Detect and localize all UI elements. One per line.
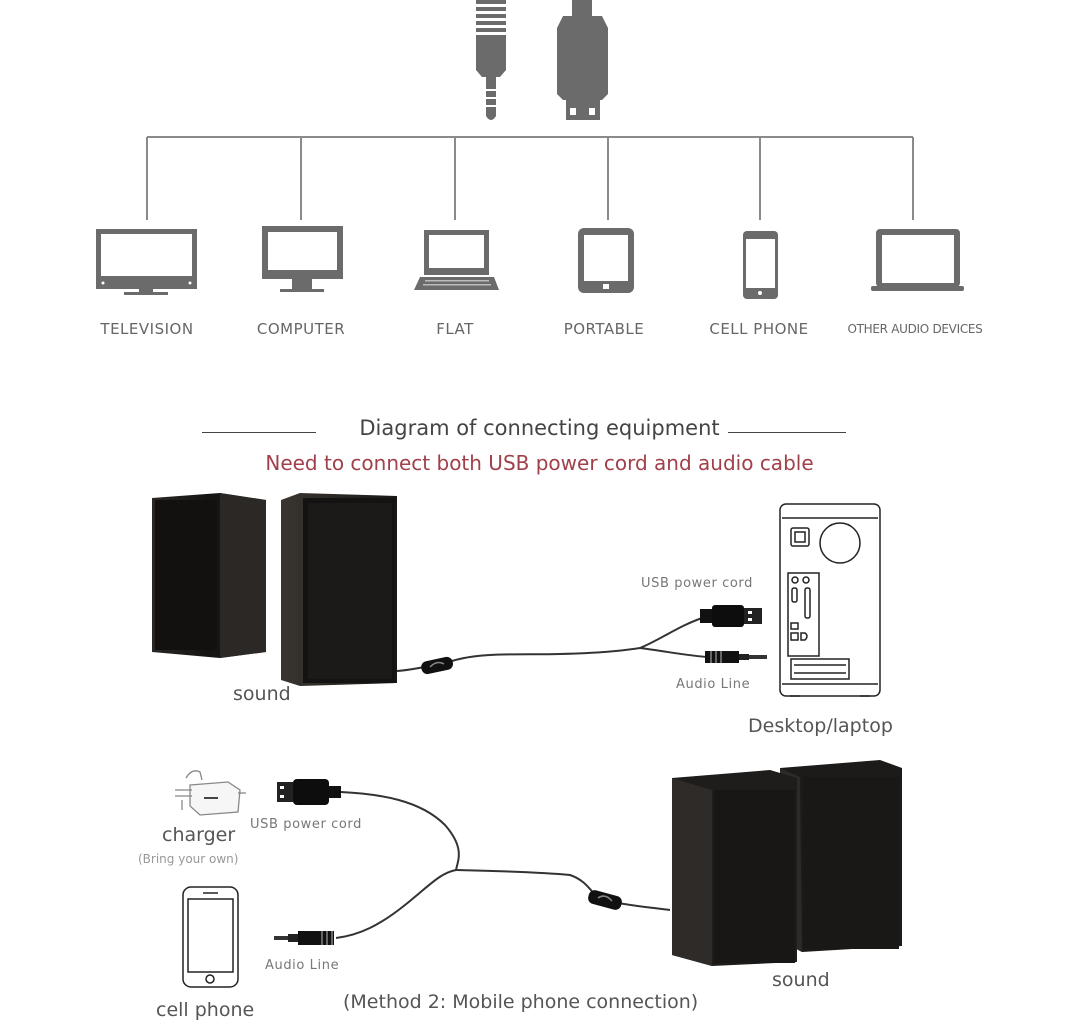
title-rule-right (728, 432, 846, 433)
phone-label: cell phone (156, 999, 255, 1021)
usb-plug-icon (277, 779, 341, 805)
tablet-icon (578, 228, 634, 293)
method2-usb-label: USB power cord (250, 817, 362, 832)
device-label-portable: PORTABLE (563, 320, 645, 338)
cell-phone-outline-icon (182, 886, 239, 988)
desktop-tower-icon (779, 503, 881, 697)
method2-audio-label: Audio Line (265, 958, 340, 973)
device-label-computer: COMPUTER (256, 320, 346, 338)
audio-jack-icon (705, 651, 767, 663)
method1-audio-label: Audio Line (676, 677, 751, 692)
device-label-cell-phone: CELL PHONE (709, 320, 809, 338)
monitor-icon (262, 226, 343, 292)
diagram-title: Diagram of connecting equipment (359, 416, 720, 440)
television-icon (96, 229, 197, 295)
speaker-right-back (780, 760, 902, 952)
device-label-flat: FLAT (436, 320, 474, 338)
laptop-icon (871, 229, 964, 291)
speaker-left (152, 493, 266, 658)
cell-phone-icon (743, 231, 778, 299)
charger-icon (175, 770, 246, 816)
speaker-right (281, 493, 397, 686)
charger-label: charger (162, 824, 236, 846)
inline-volume-control (588, 890, 622, 910)
laptop-icon (414, 230, 499, 290)
audio-jack-icon (274, 931, 334, 945)
connector-tree (146, 136, 914, 220)
diagram-subtitle: Need to connect both USB power cord and … (265, 451, 814, 475)
audio-jack-icon (476, 0, 506, 120)
method1-usb-label: USB power cord (641, 576, 753, 591)
method1-speakers-label: sound (233, 683, 291, 705)
usb-plug-icon (700, 605, 762, 627)
inline-volume-control (421, 656, 453, 675)
usb-plug-icon (557, 0, 608, 120)
method2-speakers-label: sound (772, 969, 830, 991)
speaker-left-front (672, 770, 797, 966)
method1-computer-label: Desktop/laptop (748, 715, 893, 737)
method2-cable (335, 791, 671, 939)
title-rule-left (202, 432, 316, 433)
method2-caption: (Method 2: Mobile phone connection) (343, 991, 699, 1013)
device-label-television: TELEVISION (100, 320, 194, 338)
device-label-other-audio-devices: OTHER AUDIO DEVICES (847, 322, 983, 336)
charger-note: (Bring your own) (138, 852, 239, 866)
